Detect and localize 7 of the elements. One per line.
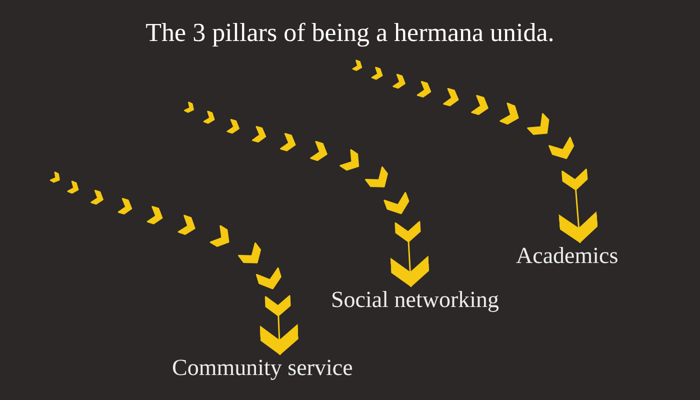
- pillar-label: Social networking: [331, 287, 499, 312]
- pillar-label: Academics: [516, 243, 618, 268]
- chevron-arrow: [50, 172, 298, 356]
- chevron-arrow: [184, 102, 430, 288]
- title: The 3 pillars of being a hermana unida.: [144, 18, 556, 48]
- pillar-label: Community service: [172, 355, 353, 380]
- chevron-arrow: [352, 60, 598, 244]
